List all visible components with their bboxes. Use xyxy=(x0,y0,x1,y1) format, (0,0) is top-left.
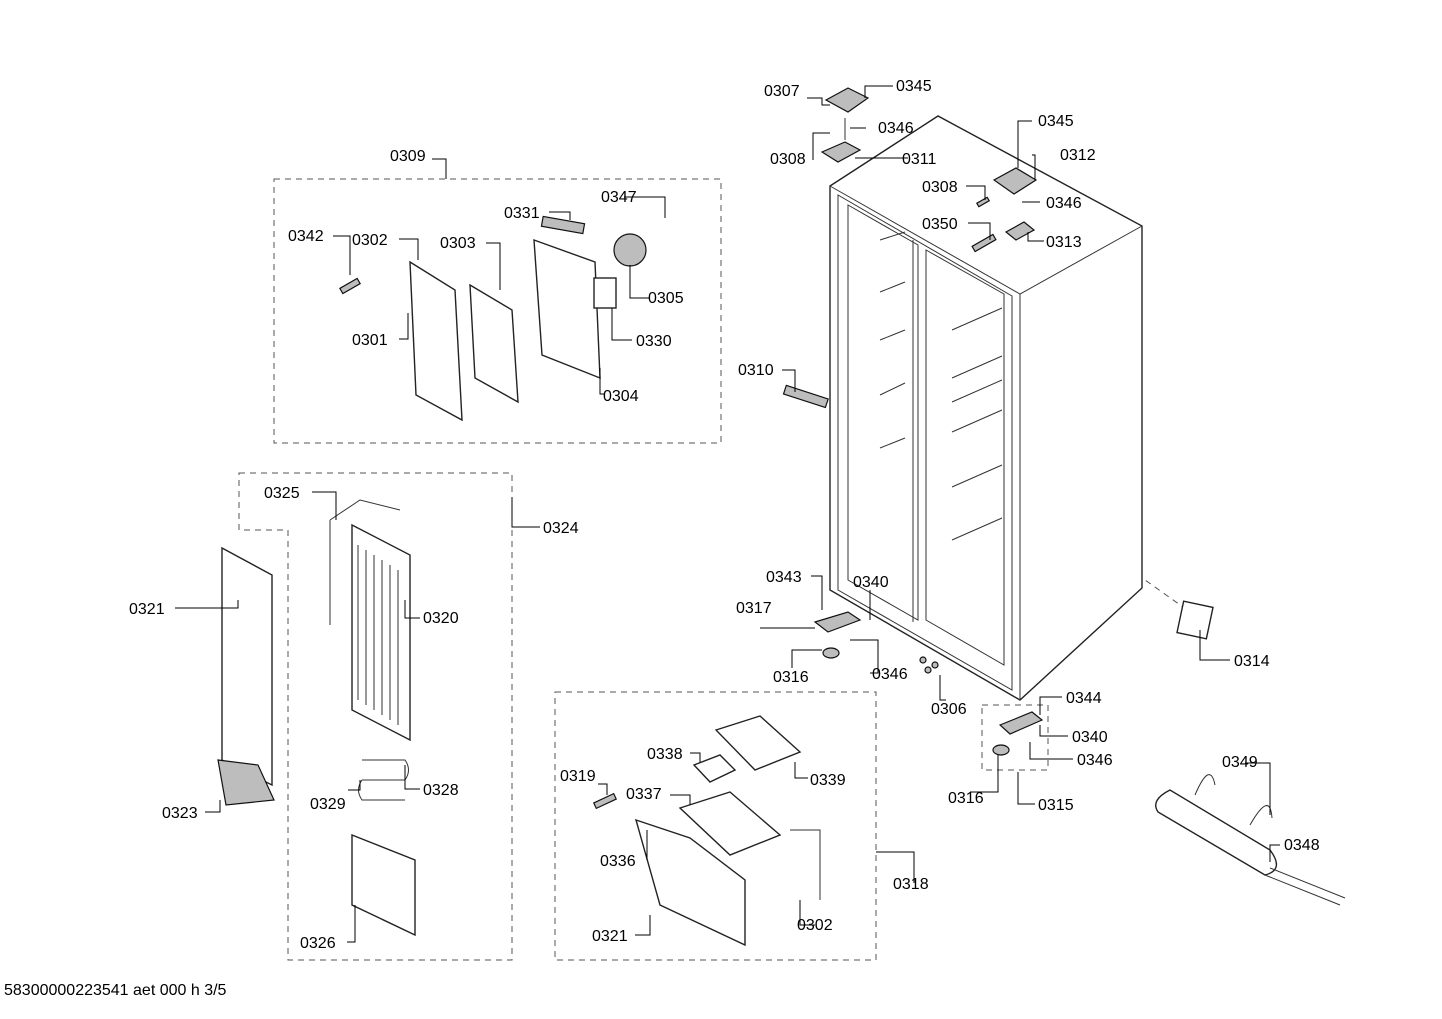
part-0336 xyxy=(634,818,746,947)
label-0329: 0329 xyxy=(310,796,346,813)
part-0349b xyxy=(1249,805,1273,826)
hinge-top-left xyxy=(820,87,870,163)
document-code: 58300000223541 aet 000 h 3/5 xyxy=(4,982,227,999)
label-0325: 0325 xyxy=(264,485,300,502)
part-0331 xyxy=(540,215,586,235)
label-0346: 0346 xyxy=(872,666,908,683)
cabinet xyxy=(829,115,1143,701)
label-0344: 0344 xyxy=(1066,690,1102,707)
label-0339: 0339 xyxy=(810,772,846,789)
label-0302: 0302 xyxy=(797,917,833,934)
part-0326 xyxy=(351,833,416,937)
ice-maker-group xyxy=(592,715,821,947)
label-0340: 0340 xyxy=(1072,729,1108,746)
label-0316: 0316 xyxy=(948,790,984,807)
label-0345: 0345 xyxy=(1038,113,1074,130)
label-0320: 0320 xyxy=(423,610,459,627)
part-labels: 0307 0345 0346 0308 0311 0345 0312 0308 … xyxy=(129,78,1320,952)
part-0337 xyxy=(678,791,782,856)
label-0317: 0317 xyxy=(736,600,772,617)
part-0329 xyxy=(358,759,409,801)
label-0315: 0315 xyxy=(1038,797,1074,814)
group-box-0318 xyxy=(554,691,877,961)
label-0316: 0316 xyxy=(773,669,809,686)
part-0301 xyxy=(409,260,463,422)
label-0301: 0301 xyxy=(352,332,388,349)
label-0342: 0342 xyxy=(288,228,324,245)
label-0310: 0310 xyxy=(738,362,774,379)
part-0304 xyxy=(533,238,601,380)
label-0346: 0346 xyxy=(1077,752,1113,769)
part-0348 xyxy=(1155,789,1278,876)
label-0346: 0346 xyxy=(1046,195,1082,212)
part-0302b xyxy=(790,829,821,900)
label-0313: 0313 xyxy=(1046,234,1082,251)
part-0319 xyxy=(592,792,618,810)
part-0320 xyxy=(351,523,411,742)
label-0340: 0340 xyxy=(853,574,889,591)
label-0348: 0348 xyxy=(1284,837,1320,854)
label-0349: 0349 xyxy=(1222,754,1258,771)
part-0314 xyxy=(1176,600,1214,640)
label-0346: 0346 xyxy=(878,120,914,137)
label-0302: 0302 xyxy=(352,232,388,249)
part-0323 xyxy=(217,759,275,806)
label-0323: 0323 xyxy=(162,805,198,822)
leader-lines xyxy=(175,85,1280,943)
part-0338 xyxy=(692,754,737,783)
label-0331: 0331 xyxy=(504,205,540,222)
group-box-0315 xyxy=(981,704,1049,771)
label-0324: 0324 xyxy=(543,520,579,537)
label-0306: 0306 xyxy=(931,701,967,718)
label-0350: 0350 xyxy=(922,216,958,233)
label-0347: 0347 xyxy=(601,189,637,206)
label-0319: 0319 xyxy=(560,768,596,785)
label-0337: 0337 xyxy=(626,786,662,803)
label-0343: 0343 xyxy=(766,569,802,586)
hinge-top-right xyxy=(971,167,1038,253)
part-0303 xyxy=(469,283,519,404)
part-0310 xyxy=(782,384,829,409)
label-0330: 0330 xyxy=(636,333,672,350)
part-0325 xyxy=(329,499,401,625)
part-0323-panel xyxy=(221,546,273,787)
hinge-bottom-left xyxy=(813,611,939,674)
group-box-0309 xyxy=(273,178,722,444)
part-0339 xyxy=(714,715,802,771)
label-0312: 0312 xyxy=(1060,147,1096,164)
label-0309: 0309 xyxy=(390,148,426,165)
label-0321: 0321 xyxy=(592,928,628,945)
label-0338: 0338 xyxy=(647,746,683,763)
cabinet-shelves xyxy=(879,231,1003,541)
label-0345: 0345 xyxy=(896,78,932,95)
label-0328: 0328 xyxy=(423,782,459,799)
evaporator-cover-group xyxy=(339,215,647,422)
hinge-bottom-right xyxy=(992,711,1044,756)
group-box-0324 xyxy=(238,472,513,961)
part-0349a xyxy=(1194,774,1216,796)
part-0305 xyxy=(613,233,647,267)
label-0318: 0318 xyxy=(893,876,929,893)
label-0311: 0311 xyxy=(902,151,937,168)
label-0304: 0304 xyxy=(603,388,639,405)
label-0308: 0308 xyxy=(922,179,958,196)
label-0326: 0326 xyxy=(300,935,336,952)
label-0314: 0314 xyxy=(1234,653,1270,670)
label-0305: 0305 xyxy=(648,290,684,307)
label-0307: 0307 xyxy=(764,83,800,100)
label-0336: 0336 xyxy=(600,853,636,870)
label-0321: 0321 xyxy=(129,601,165,618)
part-0330 xyxy=(593,277,617,309)
label-0308: 0308 xyxy=(770,151,806,168)
part-0320-fins xyxy=(357,545,399,725)
label-0303: 0303 xyxy=(440,235,476,252)
part-0342 xyxy=(339,277,361,295)
evaporator-group xyxy=(217,499,416,937)
